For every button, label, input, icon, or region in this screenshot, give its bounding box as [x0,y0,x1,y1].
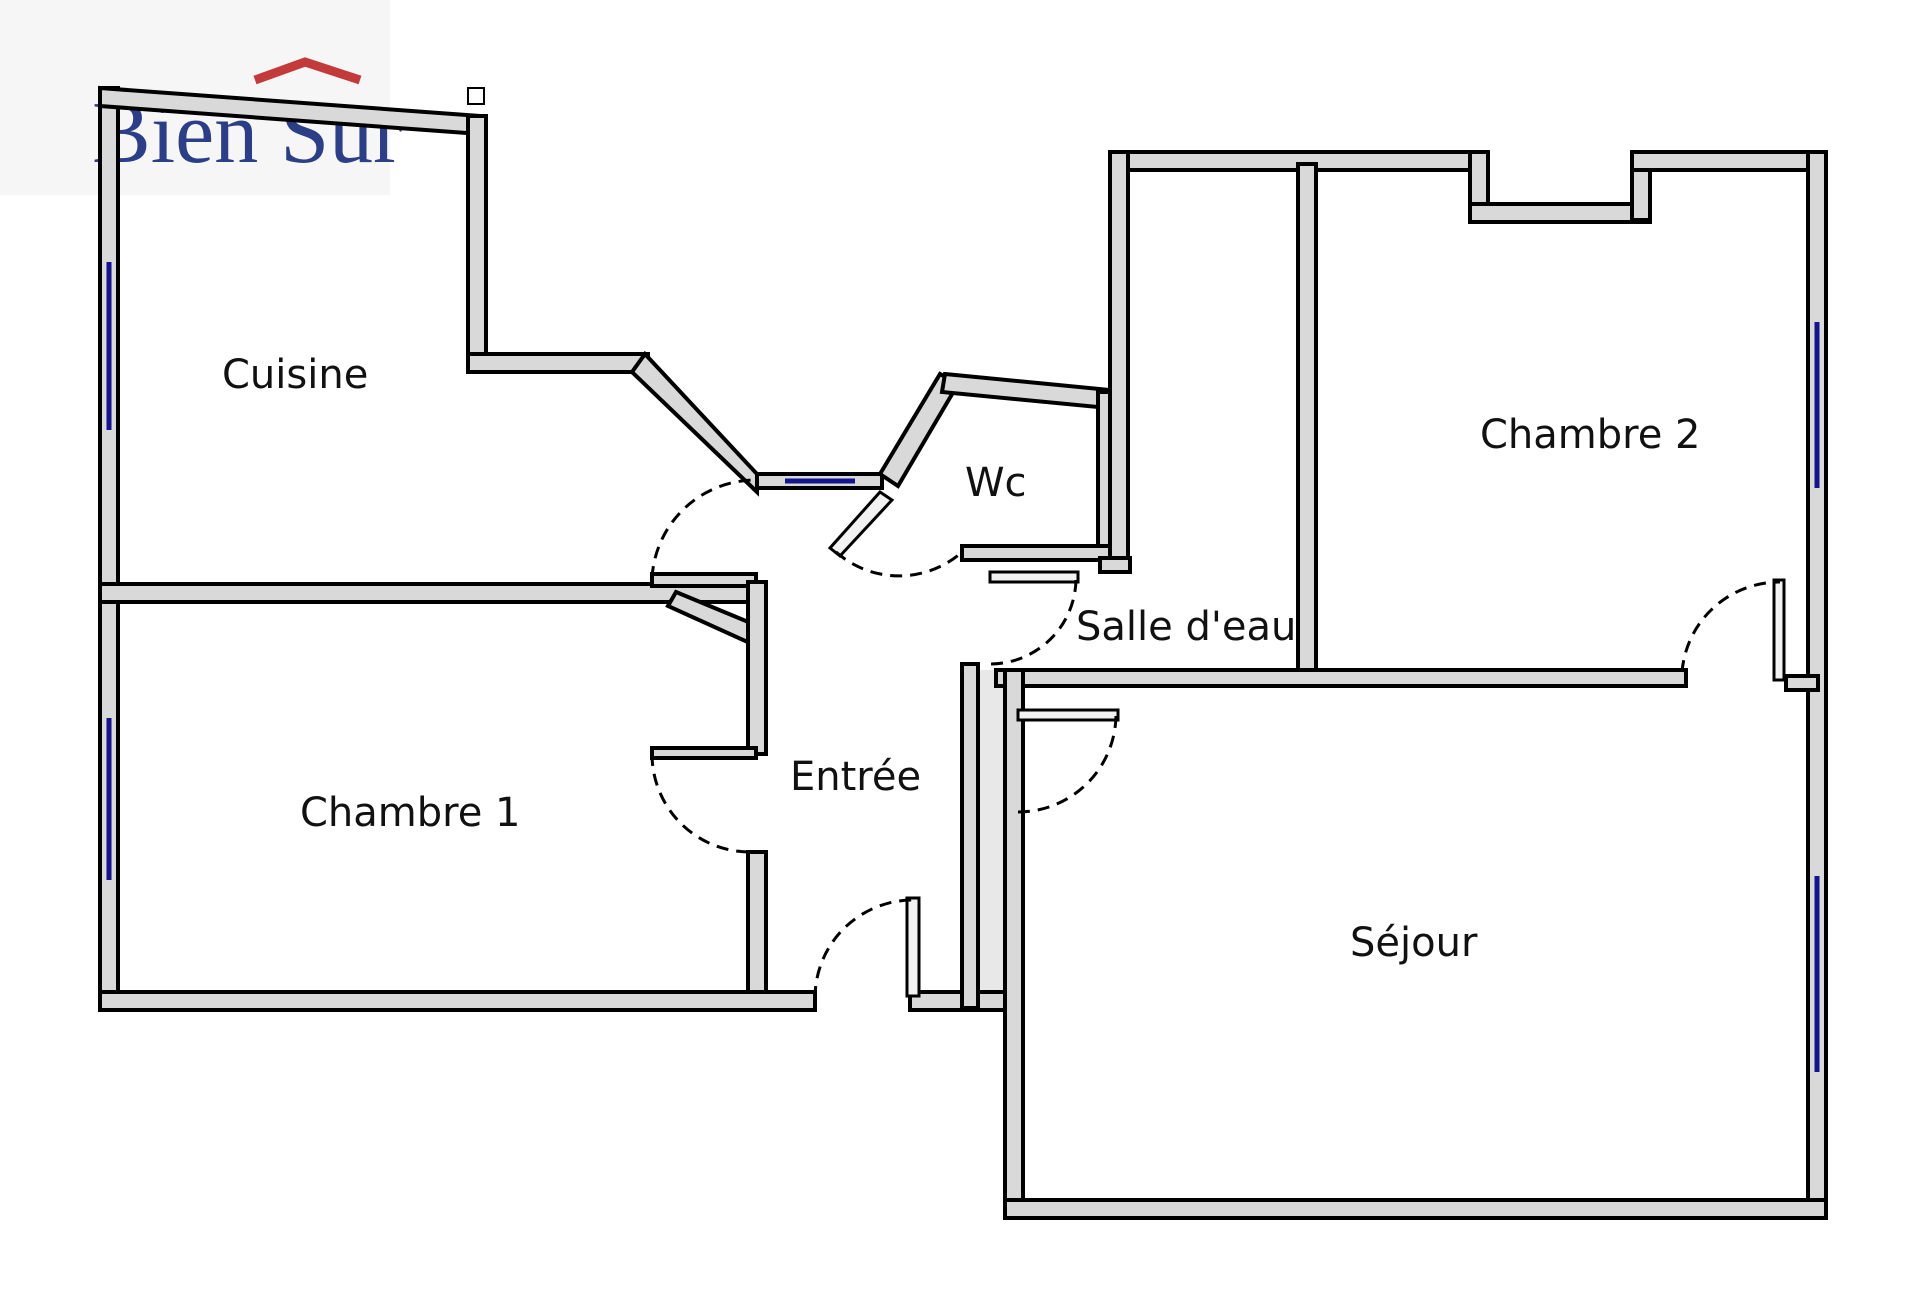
door-salle-arc [989,579,1078,666]
room-label-entree: Entrée [790,754,921,800]
vent-square [467,87,485,105]
door-chambre1-arc [650,753,751,854]
door-cuisine-arc [650,478,757,579]
walls-right-block [960,150,1828,1220]
door-sejour-leaf [1016,708,1120,722]
door-chambre2-leaf [1772,578,1786,682]
room-label-salle-deau: Salle d'eau [1076,604,1296,650]
roof-icon [253,57,362,85]
walls-wc [877,371,1118,562]
door-wc-leaf [827,490,895,559]
door-wc-arc [835,550,963,578]
door-entree-arc [813,898,913,999]
door-chambre2-arc [1680,580,1781,673]
walls-left-block [98,85,1007,1012]
door-entree-leaf [905,896,921,998]
door-salle-leaf [988,570,1080,584]
room-labels: Cuisine Chambre 1 Entrée Wc Salle d'eau … [222,352,1701,966]
door-sejour-arc [1017,715,1118,814]
doors [650,478,1786,999]
room-label-chambre-2: Chambre 2 [1480,412,1701,458]
window-entry-top [755,472,884,490]
room-label-cuisine: Cuisine [222,352,368,398]
room-label-wc: Wc [965,460,1027,506]
room-label-sejour: Séjour [1350,920,1478,966]
room-label-chambre-1: Chambre 1 [300,790,521,836]
